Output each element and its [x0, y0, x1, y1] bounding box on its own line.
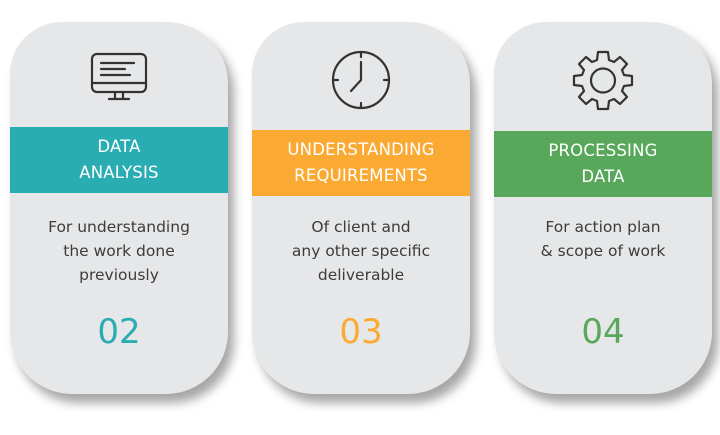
step-title-line: DATA [581, 167, 625, 186]
step-number: 04 [581, 312, 625, 352]
step-title-line: DATA [97, 137, 141, 156]
description-line: Of client and [311, 218, 411, 236]
step-description: For understanding the work done previous… [10, 215, 228, 287]
description-line: previously [79, 266, 159, 284]
step-card-data-analysis: DATA ANALYSIS For understanding the work… [10, 22, 228, 394]
step-title-band: DATA ANALYSIS [10, 127, 228, 193]
description-line: deliverable [317, 266, 405, 284]
step-number: 03 [339, 312, 383, 352]
step-description: For action plan & scope of work [494, 215, 712, 263]
gear-icon [571, 48, 635, 112]
clock-icon [329, 48, 393, 112]
monitor-icon [87, 48, 151, 112]
step-number: 02 [97, 312, 141, 352]
description-line: the work done [63, 242, 175, 260]
step-title-band: UNDERSTANDING REQUIREMENTS [252, 130, 470, 196]
description-line: For understanding [48, 218, 190, 236]
description-line: any other specific [291, 242, 431, 260]
step-card-processing-data: PROCESSING DATA For action plan & scope … [494, 22, 712, 394]
step-title-band: PROCESSING DATA [494, 131, 712, 197]
description-line: For action plan [545, 218, 661, 236]
step-title-line: UNDERSTANDING [287, 140, 435, 159]
step-title-line: ANALYSIS [79, 163, 159, 182]
step-title-line: REQUIREMENTS [294, 166, 428, 185]
step-description: Of client and any other specific deliver… [252, 215, 470, 287]
step-title-line: PROCESSING [548, 141, 658, 160]
step-card-understanding-requirements: UNDERSTANDING REQUIREMENTS Of client and… [252, 22, 470, 394]
description-line: & scope of work [540, 242, 666, 260]
